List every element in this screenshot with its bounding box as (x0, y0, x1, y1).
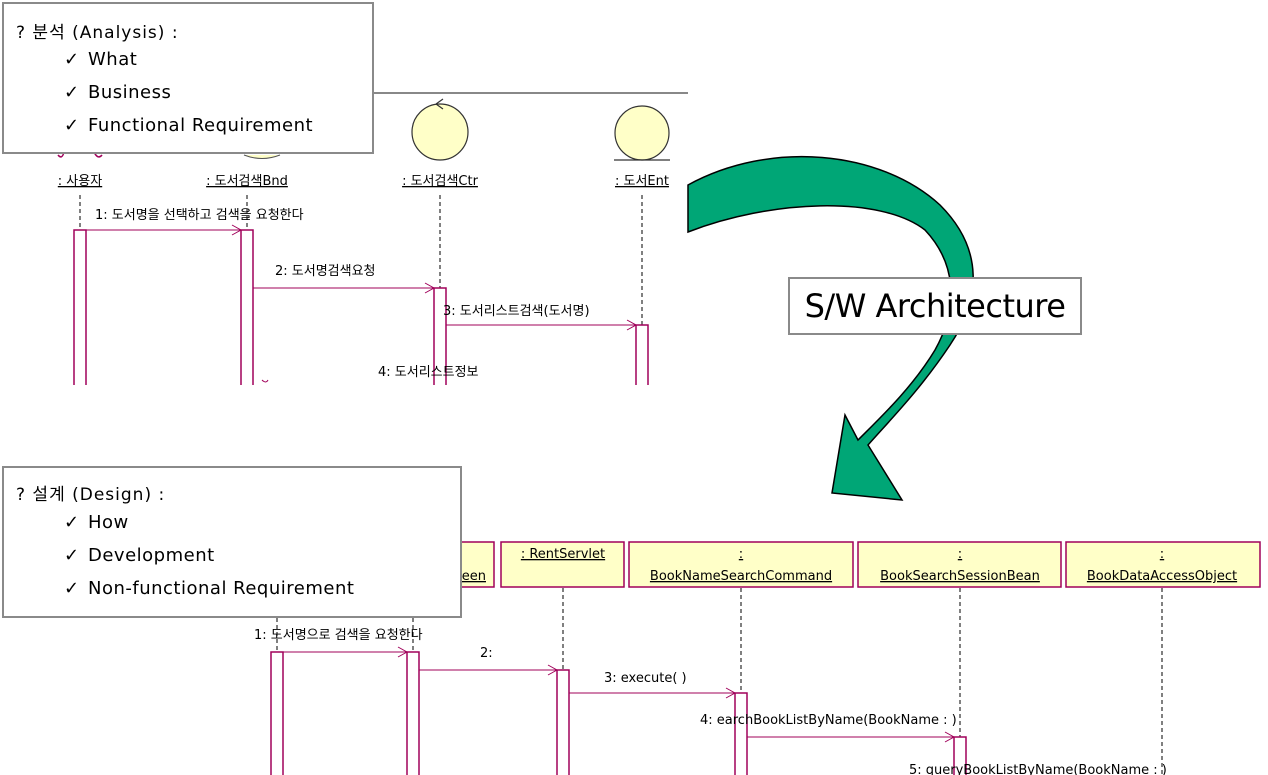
lifelines (276, 588, 1163, 775)
boundary-icon (243, 154, 281, 159)
object-label: : 도서검색Bnd (206, 174, 288, 189)
message-label: 1: 도서명을 선택하고 검색을 요청한다 (95, 208, 304, 223)
check-icon: ✓ (64, 545, 80, 566)
message-label: 2: (480, 646, 493, 661)
activation-bars (270, 651, 967, 775)
check-icon: ✓ (64, 49, 80, 70)
design-item: ✓Development (64, 545, 215, 566)
entity-icon (614, 105, 670, 161)
check-icon: ✓ (64, 578, 80, 599)
object-label: : 도서검색Ctr (402, 174, 479, 189)
design-heading: ? 설계 (Design) : (16, 485, 166, 505)
analysis-item: ✓Business (64, 82, 172, 103)
analysis-box: ? 분석 (Analysis) : ✓What ✓Business ✓Funct… (2, 2, 374, 154)
design-item: ✓How (64, 512, 129, 533)
message-arrows (283, 646, 956, 743)
transition-arrow (687, 155, 974, 501)
lifelines (79, 195, 643, 325)
object-label: BookSearchSessionBean (880, 569, 1040, 584)
analysis-item: ✓What (64, 49, 138, 70)
message-label: 4: earchBookListByName(BookName : ) (700, 713, 957, 728)
analysis-heading: ? 분석 (Analysis) : (16, 23, 179, 43)
object-label: BookDataAccessObject (1087, 569, 1237, 584)
design-item: ✓Non-functional Requirement (64, 578, 355, 599)
check-icon: ✓ (64, 82, 80, 103)
object-label: BookNameSearchCommand (650, 569, 832, 584)
message-label: 1: 도서명으로 검색을 요청한다 (254, 628, 423, 643)
object-label: : 도서Ent (615, 174, 669, 189)
message-arrows (86, 224, 638, 331)
message-label: 2: 도서명검색요청 (275, 264, 376, 279)
message-label: 5: queryBookListByName(BookName : ) (909, 763, 1167, 775)
object-boxes (439, 541, 1261, 588)
control-icon (411, 103, 469, 161)
message-label: 3: 도서리스트검색(도서명) (443, 304, 590, 319)
analysis-item: ✓Functional Requirement (64, 115, 314, 136)
check-icon: ✓ (64, 512, 80, 533)
message-label: 3: execute( ) (604, 671, 687, 686)
object-label: : (958, 547, 962, 562)
design-box: ? 설계 (Design) : ✓How ✓Development ✓Non-f… (2, 466, 462, 618)
object-label: een (462, 569, 486, 584)
message-label: 4: 도서리스트정보 (378, 365, 479, 380)
architecture-label: S/W Architecture (788, 277, 1082, 335)
object-label: : 사용자 (58, 174, 102, 189)
object-label: : RentServlet (521, 547, 605, 562)
check-icon: ✓ (64, 115, 80, 136)
object-label: : (1160, 547, 1164, 562)
object-label: : (739, 547, 743, 562)
